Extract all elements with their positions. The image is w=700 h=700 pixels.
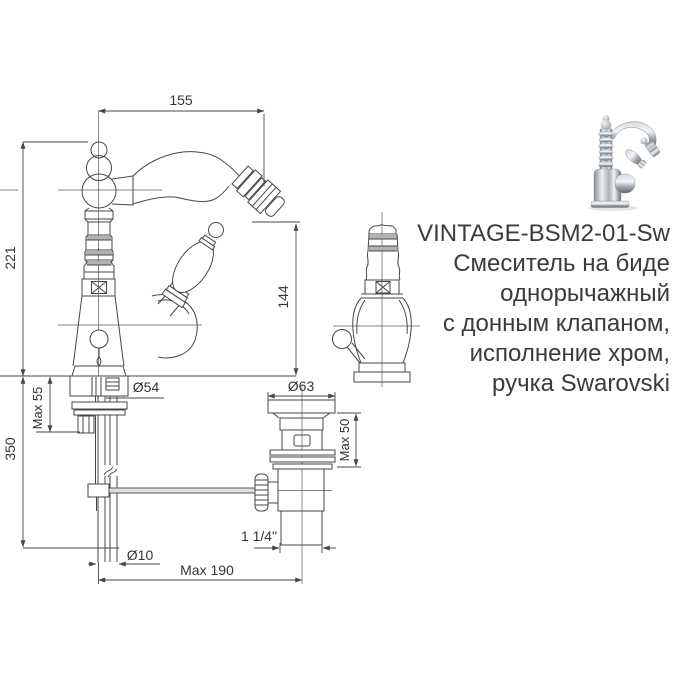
dimension-max55: Max 55 xyxy=(30,376,80,433)
dimension-drain-flange: Ø63 xyxy=(267,378,336,401)
dimension-155: 155 xyxy=(98,92,265,186)
cartridge-box xyxy=(81,278,116,297)
dim-pipe-diameter-label: Ø10 xyxy=(127,547,154,563)
photo-column-ribs xyxy=(598,131,614,168)
dim-max-projection-label: Max 190 xyxy=(180,562,234,578)
dimension-pipe-diameter: Ø10 xyxy=(88,547,160,567)
spout-aerator xyxy=(231,165,285,217)
drain-assembly xyxy=(254,399,336,546)
popup-link-rod xyxy=(108,487,256,494)
dimension-221: 221 xyxy=(2,141,88,377)
centerlines xyxy=(0,111,420,584)
photo-base xyxy=(590,200,630,208)
caption-block: VINTAGE-BSM2-01-Sw Смеситель на биде одн… xyxy=(417,219,670,399)
product-description-line: с донным клапаном, xyxy=(442,310,670,337)
photo-handle xyxy=(625,149,647,169)
product-description-line: однорычажный xyxy=(500,280,670,307)
product-description-line: Смеситель на биде xyxy=(453,250,670,277)
dimension-drain-thread: 1 1/4" xyxy=(241,528,336,553)
dim-spout-reach-label: 155 xyxy=(169,92,193,108)
dimension-350: 350 xyxy=(2,376,119,549)
dim-supply-length-label: 350 xyxy=(2,437,18,461)
dimension-144: 144 xyxy=(252,221,300,376)
product-photo xyxy=(588,115,660,211)
drain-tailpipe xyxy=(280,510,323,546)
dimension-max50: Max 50 xyxy=(337,412,361,468)
faucet-front-view xyxy=(0,141,296,562)
dim-drain-max-label: Max 50 xyxy=(337,419,352,462)
product-model: VINTAGE-BSM2-01-Sw xyxy=(417,220,670,247)
handle-crystal-ball xyxy=(208,222,224,238)
faucet-side-view xyxy=(332,223,412,383)
side-popup-knob xyxy=(332,329,352,349)
dim-drain-flange-label: Ø63 xyxy=(288,378,315,394)
side-outlet xyxy=(151,294,198,359)
product-description-line: ручка Swarovski xyxy=(492,370,670,397)
popup-knob xyxy=(89,329,109,349)
dimension-base-diameter: Ø54 xyxy=(106,379,164,399)
dim-base-diameter-label: Ø54 xyxy=(133,379,160,395)
product-description-line: исполнение хром, xyxy=(469,340,670,367)
dimension-max190: Max 190 xyxy=(98,562,303,584)
dim-spout-height-label: 144 xyxy=(275,285,291,309)
photo-aerator xyxy=(645,140,660,157)
dim-body-height-label: 221 xyxy=(2,246,18,270)
photo-handle-ball xyxy=(640,137,648,145)
supply-pipes xyxy=(95,396,118,562)
handle xyxy=(157,222,224,317)
dim-deck-max-label: Max 55 xyxy=(30,387,45,430)
rod-clamp xyxy=(87,483,110,498)
photo-body-outlet xyxy=(614,173,636,194)
base-shank xyxy=(69,375,129,397)
mounting-nut xyxy=(77,415,95,434)
dim-drain-thread-label: 1 1/4" xyxy=(241,528,277,544)
